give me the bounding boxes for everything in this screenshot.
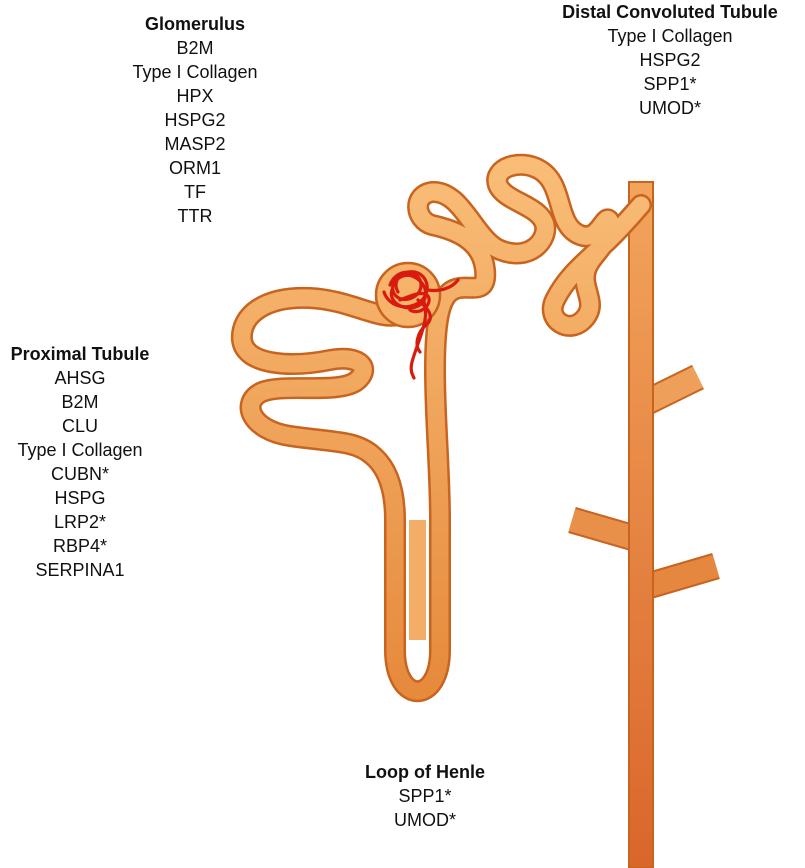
glomerulus-item: Type I Collagen: [132, 62, 258, 82]
proximal-tubule-item: RBP4*: [52, 536, 108, 556]
glomerulus-item: TTR: [177, 206, 213, 226]
glomerulus-item: ORM1: [168, 158, 221, 178]
glomerulus-item: HPX: [176, 86, 214, 106]
loop-of-henle-item: SPP1*: [398, 786, 452, 806]
proximal-tubule-item: CLU: [61, 416, 98, 436]
distal-tubule-item: SPP1*: [643, 74, 697, 94]
distal-tubule-item: Type I Collagen: [607, 26, 733, 46]
loop-of-henle-label-block: Loop of Henle SPP1* UMOD*: [330, 760, 520, 832]
proximal-tubule-item: HSPG: [54, 488, 106, 508]
glomerulus-title: Glomerulus: [144, 14, 246, 34]
distal-tubule-label-block: Distal Convoluted Tubule Type I Collagen…: [520, 0, 805, 120]
glomerulus-item: B2M: [176, 38, 214, 58]
proximal-tubule-item: AHSG: [54, 368, 106, 388]
proximal-tubule-item: SERPINA1: [35, 560, 125, 580]
proximal-tubule-item: Type I Collagen: [17, 440, 143, 460]
glomerulus-item: TF: [184, 182, 206, 202]
glomerulus-label-block: Glomerulus B2M Type I Collagen HPX HSPG2…: [90, 12, 300, 228]
proximal-tubule-item: B2M: [61, 392, 99, 412]
collecting-duct: [568, 181, 720, 868]
proximal-tubule-title: Proximal Tubule: [10, 344, 150, 364]
distal-tubule-item: UMOD*: [639, 98, 701, 118]
distal-tubule-title: Distal Convoluted Tubule: [562, 2, 778, 22]
capillary-tuft: [382, 270, 460, 380]
glomerulus-item: HSPG2: [164, 110, 226, 130]
glomerulus-item: MASP2: [164, 134, 226, 154]
distal-tubule-item: HSPG2: [639, 50, 701, 70]
loop-of-henle-title: Loop of Henle: [365, 762, 485, 782]
proximal-tubule-item: CUBN*: [50, 464, 109, 484]
loop-of-henle-item: UMOD*: [394, 810, 456, 830]
tubule: [230, 153, 652, 703]
proximal-tubule-item: LRP2*: [53, 512, 107, 532]
proximal-tubule-label-block: Proximal Tubule AHSG B2M CLU Type I Coll…: [0, 342, 180, 582]
